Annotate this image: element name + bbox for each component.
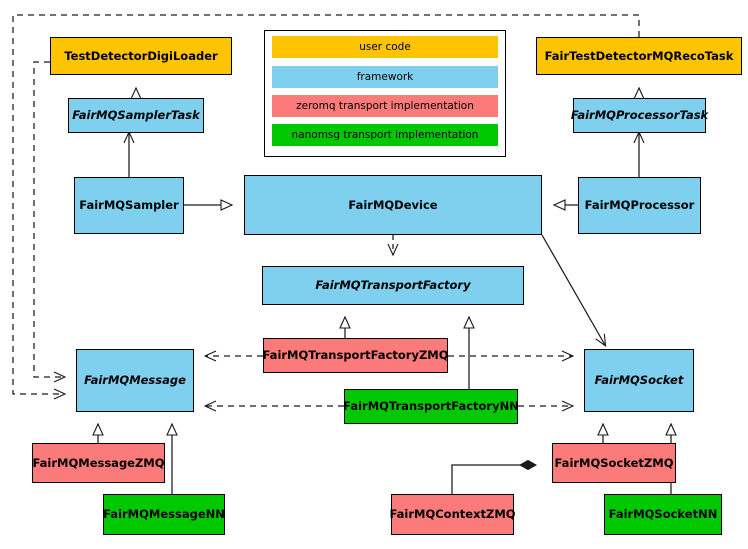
class-box-fairmqtransportfactoryzmq[interactable]: FairMQTransportFactoryZMQ	[263, 338, 449, 373]
class-box-fairmqtransportfactorynn[interactable]: FairMQTransportFactoryNN	[343, 389, 519, 424]
class-box-fairmqdevice[interactable]: FairMQDevice	[244, 175, 542, 235]
class-box-fairmqsocketnn[interactable]: FairMQSocketNN	[604, 494, 722, 535]
class-box-fairmqcontextzmq[interactable]: FairMQContextZMQ	[389, 494, 516, 535]
class-box-fairmqmessage[interactable]: FairMQMessage	[76, 349, 194, 412]
legend-swatch-nanomsg: nanomsg transport implementation	[272, 124, 498, 146]
edge-device-to-socket	[541, 234, 607, 348]
edge-socketzmq-composition-contextzmq	[451, 465, 536, 494]
class-box-fairmqsocket[interactable]: FairMQSocket	[584, 349, 694, 412]
class-box-fairmqprocessor[interactable]: FairMQProcessor	[578, 177, 701, 234]
class-box-fairtestdetectormqrecotask[interactable]: FairTestDetectorMQRecoTask	[536, 37, 742, 75]
legend-swatch-framework: framework	[272, 66, 498, 88]
class-box-fairmqsampler[interactable]: FairMQSampler	[74, 177, 184, 234]
class-box-testdetectordigiloader[interactable]: TestDetectorDigiLoader	[50, 37, 232, 75]
legend-swatch-user-code: user code	[272, 36, 498, 58]
class-box-fairmqprocessortask[interactable]: FairMQProcessorTask	[571, 98, 708, 133]
class-box-fairmqtransportfactory[interactable]: FairMQTransportFactory	[262, 266, 524, 305]
edge-digiloader-to-message	[33, 61, 67, 383]
class-box-fairmqmessagenn[interactable]: FairMQMessageNN	[103, 494, 225, 535]
class-box-fairmqmessagezmq[interactable]: FairMQMessageZMQ	[32, 443, 165, 483]
edge-recotask-to-message	[12, 14, 640, 400]
legend-swatch-zeromq: zeromq transport implementation	[272, 95, 498, 117]
class-box-fairmqsamplertask[interactable]: FairMQSamplerTask	[68, 98, 204, 133]
class-box-fairmqsocketzmq[interactable]: FairMQSocketZMQ	[552, 443, 676, 483]
